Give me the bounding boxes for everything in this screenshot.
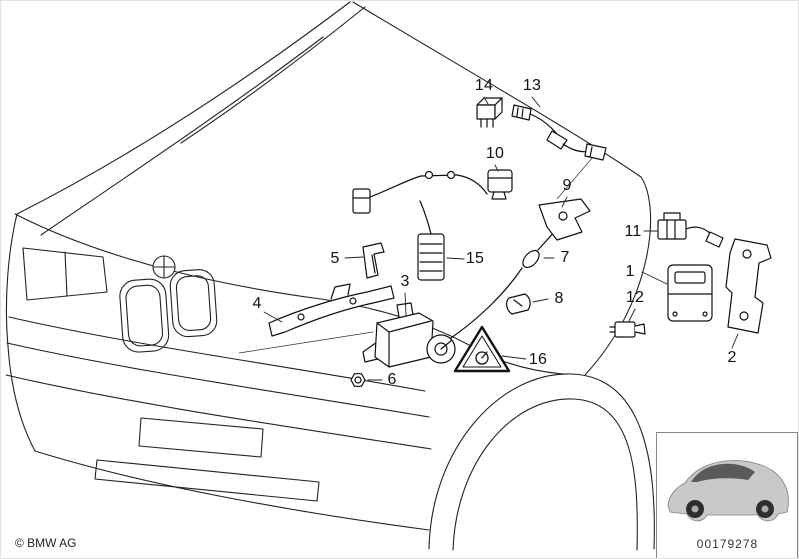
image-number-label: 00179278: [696, 537, 759, 551]
cable-drawings: [369, 170, 569, 339]
part-drawing-3-actuator: [362, 302, 456, 368]
part-callout-14: 14: [474, 77, 494, 94]
copyright-label: © BMW AG: [15, 536, 77, 550]
part-drawing-8-grommet: [506, 293, 531, 315]
construction-lines: [238, 156, 594, 354]
part-callout-6: 6: [387, 371, 397, 388]
part-drawing-5-clip: [362, 242, 385, 279]
kidney-grille-drawing: [119, 269, 218, 353]
part-drawing-1-control-module: [667, 264, 713, 322]
part-drawing-13-harness: [511, 104, 607, 161]
callout-leader-lines: [263, 96, 739, 381]
part-drawing-15-plug-connector: [352, 188, 445, 281]
part-drawing-16-warning-triangle: [453, 325, 511, 373]
part-drawing-10-relay: [487, 169, 513, 200]
part-callout-15: 15: [465, 250, 485, 267]
preview-thumbnail: [656, 432, 798, 558]
part-callout-4: 4: [252, 295, 262, 312]
part-drawing-14-connector: [476, 97, 503, 128]
part-callout-5: 5: [330, 250, 340, 267]
part-drawing-2-bracket: [725, 238, 772, 334]
part-drawing-12-switch: [609, 321, 646, 338]
part-callout-13: 13: [522, 77, 542, 94]
part-drawing-11-connector-lead: [657, 212, 724, 248]
part-drawing-4-support-bracket: [268, 283, 395, 337]
part-callout-2: 2: [727, 349, 737, 366]
part-callout-1: 1: [625, 263, 635, 280]
car-thumbnail-image: [667, 460, 789, 522]
part-callout-8: 8: [554, 290, 564, 307]
part-callout-11: 11: [624, 223, 642, 240]
part-callout-7: 7: [560, 249, 570, 266]
part-callout-10: 10: [485, 145, 505, 162]
part-callout-9: 9: [562, 177, 572, 194]
part-callout-16: 16: [528, 351, 548, 368]
part-callout-12: 12: [625, 289, 645, 306]
part-drawing-6-nut: [350, 373, 366, 387]
bmw-roundel-drawing: [152, 255, 176, 279]
car-outline-drawing: [5, 1, 655, 551]
part-callout-3: 3: [400, 273, 410, 290]
part-drawing-9-bracket: [538, 198, 591, 241]
